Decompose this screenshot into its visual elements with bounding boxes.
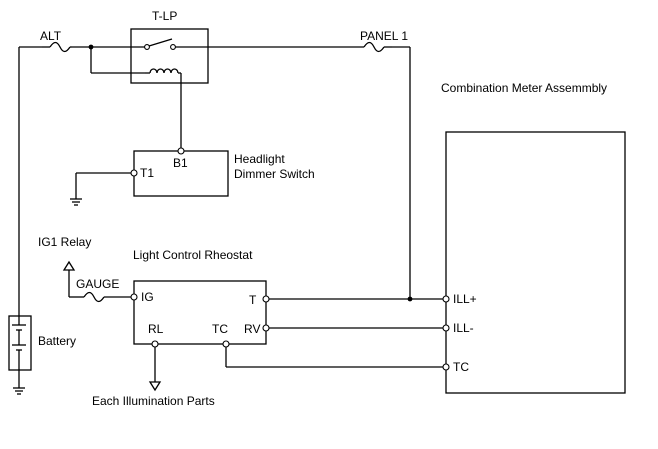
ig1-relay-label: IG1 Relay [38, 235, 91, 249]
battery-label: Battery [38, 334, 76, 348]
relay-switch-contact [144, 38, 176, 50]
relay-coil [145, 68, 182, 148]
battery-ground-icon [13, 387, 25, 395]
rheostat-label: Light Control Rheostat [133, 248, 253, 262]
gauge-label: GAUGE [76, 277, 119, 291]
ill-minus-label: ILL- [453, 321, 474, 335]
ill-plus-label: ILL+ [453, 292, 477, 306]
rl-label: RL [148, 322, 164, 336]
tc-left-label: TC [212, 322, 228, 336]
terminal-ill-plus [442, 295, 450, 303]
rv-label: RV [244, 322, 260, 336]
terminal-ig [130, 293, 138, 301]
junction-dot-ill-plus [407, 296, 413, 302]
battery-icon [12, 316, 26, 370]
ig1-arrow-icon [62, 260, 76, 297]
b1-label: B1 [173, 156, 188, 170]
alt-fuse [42, 41, 72, 53]
panel-fuse [363, 41, 392, 53]
illum-arrow-icon [148, 381, 162, 392]
terminal-b1 [177, 147, 185, 155]
gauge-fuse [83, 291, 131, 303]
t1-label: T1 [140, 166, 154, 180]
t-label: T [249, 293, 257, 307]
illum-label: Each Illumination Parts [92, 394, 215, 408]
headlight-label-1: Headlight [234, 152, 285, 166]
combination-meter-label: Combination Meter Assemmbly [441, 81, 607, 95]
terminal-t1 [130, 169, 138, 177]
terminal-tc-left [222, 340, 230, 348]
tc-right-label: TC [453, 360, 469, 374]
tlp-label: T-LP [152, 9, 177, 23]
terminal-ill-minus [442, 324, 450, 332]
headlight-label-2: Dimmer Switch [234, 167, 315, 181]
terminal-t [262, 295, 270, 303]
tlp-relay-box [130, 28, 209, 84]
ground-icon [70, 198, 82, 206]
terminal-rv [262, 324, 270, 332]
rheostat-box [133, 280, 267, 345]
battery-box [8, 315, 32, 371]
terminal-rl [151, 340, 159, 348]
terminal-tc-right [442, 363, 450, 371]
ig-label: IG [141, 290, 154, 304]
alt-label: ALT [40, 29, 62, 43]
panel-label: PANEL 1 [360, 29, 408, 43]
combination-meter-box [445, 131, 626, 394]
